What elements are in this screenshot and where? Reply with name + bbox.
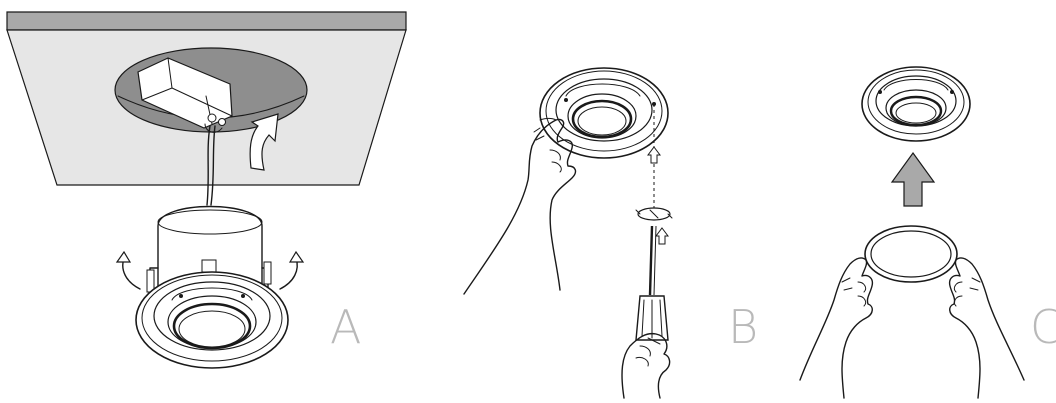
trim-ring-icon xyxy=(864,225,958,283)
right-hand-holding-ring-icon xyxy=(948,257,1025,399)
panel-a: A xyxy=(6,11,407,369)
panel-b: B xyxy=(463,67,758,399)
up-arrow-small-icon xyxy=(647,146,661,164)
driver-box-icon xyxy=(137,57,233,133)
power-cable-icon xyxy=(206,125,216,206)
up-arrow-small-icon-2 xyxy=(655,227,669,245)
hand-holding-screwdriver-icon xyxy=(621,332,671,399)
panel-c: C xyxy=(799,66,1056,399)
retaining-clip-icon xyxy=(635,207,673,221)
clip-release-arrow-right-icon xyxy=(279,250,305,290)
large-up-arrow-icon xyxy=(890,151,936,207)
downlight-housing-icon xyxy=(135,205,289,369)
rotate-up-arrow-icon xyxy=(249,113,279,171)
step-label-a: A xyxy=(330,300,361,354)
left-hand-holding-ring-icon xyxy=(799,257,874,399)
step-label-b: B xyxy=(728,300,758,354)
step-label-c: C xyxy=(1030,300,1056,354)
screwdriver-icon xyxy=(635,225,669,341)
clip-release-arrow-left-icon xyxy=(115,250,141,290)
downlight-trim-icon xyxy=(539,67,669,159)
hand-holding-trim-icon xyxy=(463,118,577,295)
downlight-without-trim-icon xyxy=(861,66,971,142)
